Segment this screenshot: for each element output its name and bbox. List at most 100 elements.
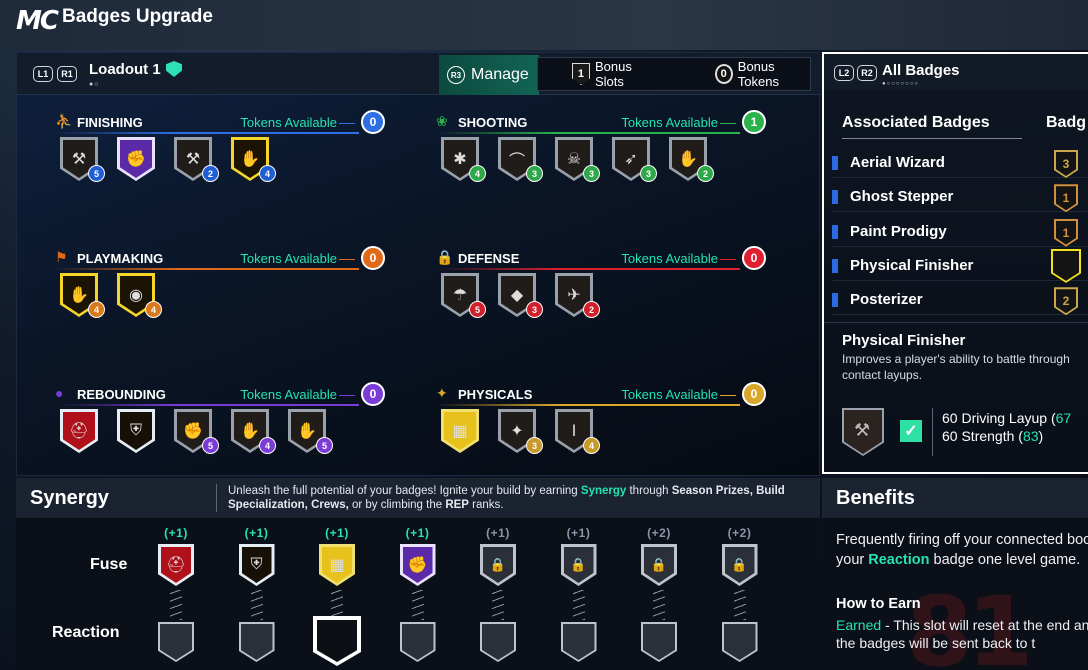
badge-level-shield-icon: 2 <box>1054 287 1078 316</box>
badge-slot[interactable]: ⛑ <box>60 409 98 453</box>
synergy-desc-text: ranks. <box>468 499 504 511</box>
reaction-slot[interactable] <box>399 622 436 662</box>
badge-slot[interactable]: ⌒3 <box>498 137 543 182</box>
badge-slot[interactable]: ✋4 <box>231 137 276 182</box>
reaction-slot[interactable] <box>641 622 677 662</box>
category-shooting: ❀ SHOOTING Tokens Available 1 ✱4 ⌒3 ☠3 ➶3 ✋2 <box>436 110 766 189</box>
synergy-slot[interactable]: (+1)✊ <box>398 526 438 670</box>
category-name: PLAYMAKING <box>77 251 164 266</box>
badge-slot[interactable]: ✋4 <box>231 409 276 454</box>
synergy-desc-bold: REP <box>445 499 469 511</box>
associated-badge-name: Posterizer <box>850 291 923 309</box>
badge-shield-icon: ⛨ <box>117 409 155 453</box>
benefits-highlight: Reaction <box>868 552 930 568</box>
badge-level: 2 <box>697 165 714 182</box>
synergy-slot[interactable]: (+2)🔒 <box>639 526 679 670</box>
all-badges-page-dots: ●○○○○○○○ <box>882 81 919 87</box>
category-icon: ⛹ <box>55 113 73 129</box>
locked-slot-icon: 🔒 <box>721 544 758 586</box>
badge-slot[interactable]: ☂5 <box>441 273 486 318</box>
category-underline <box>436 132 740 134</box>
requirement-strength: 60 Strength (83) <box>942 428 1043 444</box>
badge-slot[interactable]: ◆3 <box>498 273 543 318</box>
reaction-slot[interactable] <box>158 622 194 662</box>
token-count: 0 <box>361 110 385 134</box>
category-name: FINISHING <box>77 115 143 130</box>
spring-connector-icon <box>653 590 665 620</box>
manage-button[interactable]: R3 Manage <box>439 55 539 95</box>
badge-slot[interactable]: ☠3 <box>555 137 600 182</box>
earned-text: - This slot will reset at the end and th… <box>836 617 1088 651</box>
r2-button-icon[interactable]: R2 <box>857 65 877 81</box>
spring-connector-icon <box>331 590 343 620</box>
badge-slot[interactable]: ✋2 <box>669 137 714 182</box>
badge-slot[interactable]: ▦ <box>441 409 479 453</box>
l2-button-icon[interactable]: L2 <box>834 65 854 81</box>
category-header: ● REBOUNDING Tokens Available 0 <box>55 382 385 407</box>
synergy-slot[interactable]: (+2)🔒 <box>720 526 760 670</box>
badge-slot[interactable]: ✋4 <box>60 273 105 318</box>
associated-badge-row[interactable]: Aerial Wizard 3 <box>832 148 1088 178</box>
fuse-glyph-icon: ⛑ <box>161 547 191 583</box>
badge-slot[interactable]: ✊ <box>117 137 155 181</box>
synergy-slot[interactable]: (+1)🔒 <box>559 526 599 670</box>
synergy-slot[interactable]: (+1)⛑ <box>156 526 196 670</box>
reaction-slot[interactable] <box>480 622 516 662</box>
spring-connector-icon <box>572 590 585 620</box>
category-header: ⚑ PLAYMAKING Tokens Available 0 <box>55 246 385 271</box>
badge-slot[interactable]: ✋5 <box>288 409 333 454</box>
associated-badge-row[interactable]: Physical Finisher <box>832 248 1088 283</box>
synergy-slot[interactable]: (+1)🔒 <box>478 526 518 670</box>
tokens-available-label: Tokens Available <box>240 251 337 266</box>
fuse-label: Fuse <box>90 556 128 573</box>
fuse-glyph-icon: ▦ <box>322 547 352 583</box>
synergy-slot[interactable]: (+1)▦ <box>313 526 361 670</box>
category-defense: 🔒 DEFENSE Tokens Available 0 ☂5 ◆3 ✈2 <box>436 246 766 325</box>
badge-level: 3 <box>640 165 657 182</box>
badge-slot[interactable]: ✱4 <box>441 137 486 182</box>
synergy-title: Synergy <box>30 487 109 509</box>
tokens-available-label: Tokens Available <box>621 115 718 130</box>
r3-button-icon: R3 <box>447 66 465 84</box>
benefits-text: Frequently firing off your connected boo… <box>836 530 1088 570</box>
badge-slot[interactable]: ✊5 <box>174 409 219 454</box>
reaction-slot[interactable] <box>313 616 361 666</box>
reaction-slot[interactable] <box>721 622 758 662</box>
token-count: 0 <box>742 246 766 270</box>
l1-button-icon[interactable]: L1 <box>33 66 53 82</box>
spring-connector-icon <box>250 590 263 620</box>
category-header: 🔒 DEFENSE Tokens Available 0 <box>436 246 766 271</box>
badge-slot[interactable]: ◉4 <box>117 273 162 318</box>
badge-slot[interactable]: ⚒2 <box>174 137 219 182</box>
badge-slot[interactable]: ➶3 <box>612 137 657 182</box>
token-count: 0 <box>361 382 385 406</box>
badge-level: 4 <box>145 301 162 318</box>
category-underline <box>436 404 740 406</box>
badge-slot[interactable]: ✈2 <box>555 273 600 318</box>
reaction-slot[interactable] <box>560 622 597 662</box>
badge-level-value: 1 <box>1056 220 1076 245</box>
all-badges-panel: L2 R2 All Badges ●○○○○○○○ Associated Bad… <box>822 52 1088 474</box>
associated-badge-row[interactable]: Posterizer 2 <box>832 285 1088 316</box>
synergy-slot[interactable]: (+1)⛨ <box>237 526 277 670</box>
associated-badge-row[interactable]: Ghost Stepper 1 <box>832 182 1088 213</box>
spring-connector-icon <box>170 590 182 620</box>
associated-badge-row[interactable]: Paint Prodigy 1 <box>832 217 1088 247</box>
badge-slot[interactable]: ⚒5 <box>60 137 105 182</box>
category-header: ❀ SHOOTING Tokens Available 1 <box>436 110 766 135</box>
badges-panel: L1 R1 Loadout 1 ●○ R3 Manage 1 Bonus Slo… <box>16 52 821 476</box>
badge-slot[interactable]: ✦3 <box>498 409 543 454</box>
badge-level: 4 <box>259 165 276 182</box>
loadout-name[interactable]: Loadout 1 <box>89 61 161 78</box>
divider <box>932 408 933 456</box>
synergy-description: Unleash the full potential of your badge… <box>228 484 788 512</box>
badge-slot[interactable]: ⛨ <box>117 409 155 453</box>
r1-button-icon[interactable]: R1 <box>57 66 77 82</box>
badge-level-value: 1 <box>1056 186 1076 211</box>
badge-column-header: Badg <box>1046 114 1086 131</box>
reaction-slot[interactable] <box>238 622 275 662</box>
hammer-icon: ⚒ <box>854 420 871 440</box>
benefits-text-part: Frequently firing off your connected boo… <box>836 532 1088 568</box>
